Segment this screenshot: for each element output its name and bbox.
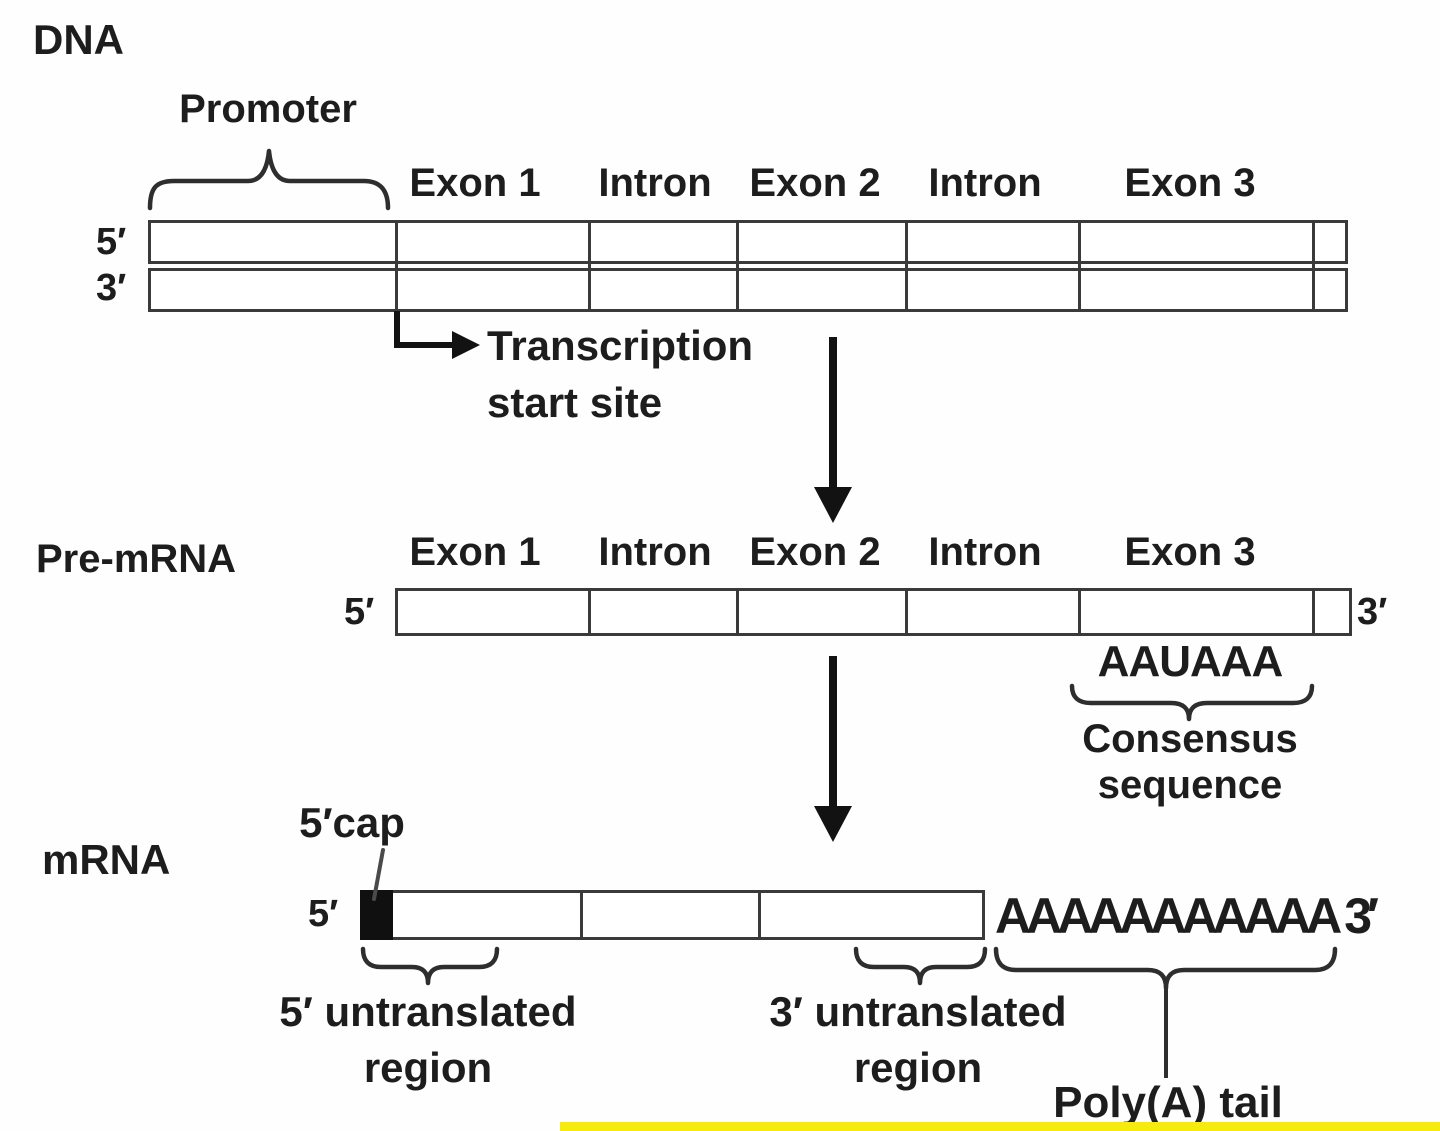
dna-divider-end (1312, 220, 1315, 312)
yellow-highlight-strip (560, 1122, 1440, 1131)
mrna-divider-1 (580, 890, 583, 940)
pre-mrna-3prime-label: 3′ (1357, 591, 1388, 633)
poly-a-tail-label: Poly(A) tail (1053, 1078, 1283, 1127)
dna-divider-intron-exon2 (736, 220, 739, 312)
transcription-start-arrowhead-icon (452, 331, 480, 359)
dna-intron2-label: Intron (928, 161, 1042, 205)
mrna-section-label: mRNA (42, 836, 171, 883)
transcription-process-arrowhead-icon (814, 487, 852, 523)
five-prime-cap (360, 890, 393, 940)
promoter-label: Promoter (179, 87, 357, 131)
mrna-divider-2 (758, 890, 761, 940)
consensus-label-line2: sequence (1097, 763, 1283, 807)
utr5-label-line1: 5′ untranslated (279, 988, 577, 1035)
consensus-label-line1: Consensus (1082, 717, 1298, 761)
pre-mrna-divider-end (1312, 588, 1315, 636)
dna-section-label: DNA (33, 16, 124, 63)
pre-mrna-divider-intron-exon2 (736, 588, 739, 636)
pre-mrna-intron1-label: Intron (598, 530, 712, 574)
pre-mrna-5prime-label: 5′ (344, 591, 375, 633)
utr3-brace (853, 946, 988, 986)
transcription-start-label-line2: start site (487, 379, 663, 426)
pre-mrna-divider-exon1-intron (588, 588, 591, 636)
utr5-label-line2: region (363, 1044, 493, 1091)
consensus-brace (1069, 683, 1315, 722)
pre-mrna-exon3-label: Exon 3 (1124, 530, 1256, 574)
dna-divider-exon2-intron (905, 220, 908, 312)
pre-mrna-bar (395, 588, 1352, 636)
poly-a-sequence-text: AAAAAAAAAAA 3′ (995, 888, 1379, 944)
transcription-start-arrow-line (394, 311, 457, 348)
five-prime-cap-label: 5′cap (299, 799, 405, 846)
dna-divider-exon1-intron (588, 220, 591, 312)
dna-divider-intron-exon3 (1078, 220, 1081, 312)
dna-5prime-label: 5′ (96, 221, 127, 263)
promoter-brace (147, 148, 391, 211)
dna-bottom-strand (148, 268, 1348, 312)
utr5-brace (360, 946, 500, 986)
mrna-5prime-label: 5′ (308, 893, 339, 935)
utr3-label-line2: region (853, 1044, 983, 1091)
transcription-start-label-line1: Transcription (487, 322, 754, 369)
dna-intron1-label: Intron (598, 161, 712, 205)
polya-brace (993, 946, 1338, 991)
pre-mrna-intron2-label: Intron (928, 530, 1042, 574)
consensus-sequence-text: AAUAAA (1097, 637, 1284, 686)
processing-arrowhead-icon (814, 806, 852, 842)
pre-mrna-exon1-label: Exon 1 (409, 530, 541, 574)
dna-divider-promoter-exon1 (395, 220, 398, 312)
dna-exon1-label: Exon 1 (409, 161, 541, 205)
dna-3prime-label: 3′ (96, 267, 127, 309)
utr3-label-line1: 3′ untranslated (769, 988, 1067, 1035)
dna-exon2-label: Exon 2 (749, 161, 881, 205)
pre-mrna-section-label: Pre-mRNA (36, 537, 237, 581)
pre-mrna-exon2-label: Exon 2 (749, 530, 881, 574)
mrna-bar (360, 890, 985, 940)
pre-mrna-divider-exon2-intron (905, 588, 908, 636)
dna-exon3-label: Exon 3 (1124, 161, 1256, 205)
pre-mrna-divider-intron-exon3 (1078, 588, 1081, 636)
dna-top-strand (148, 220, 1348, 264)
